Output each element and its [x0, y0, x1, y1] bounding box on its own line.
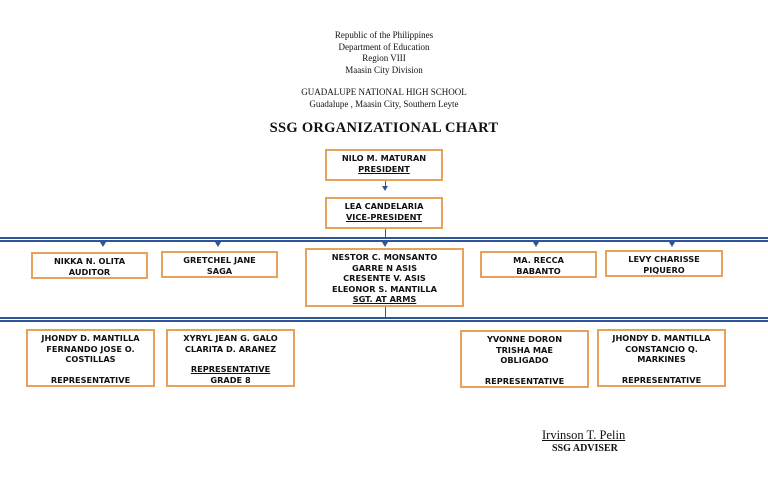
sgt-member-name: ELEONOR S. MANTILLA [332, 283, 437, 294]
sgt-member-name: CRESENTE V. ASIS [343, 273, 426, 283]
connector-bar [0, 317, 768, 322]
sgt-at-arms-box: NESTOR C. MONSANTO GARRE N ASIS CRESENTE… [305, 248, 464, 307]
school-block: GUADALUPE NATIONAL HIGH SCHOOL Guadalupe… [0, 87, 768, 110]
school-name: GUADALUPE NATIONAL HIGH SCHOOL [301, 87, 467, 97]
header-line: Region VIII [362, 53, 406, 63]
school-address: Guadalupe , Maasin City, Southern Leyte [309, 98, 459, 109]
officer-name: GRETCHEL JANE [183, 255, 256, 265]
officer-box-levy: LEVY CHARISSE PIQUERO [605, 250, 723, 277]
down-arrow-icon [382, 186, 388, 191]
header-line: Maasin City Division [345, 64, 423, 75]
down-arrow-icon [215, 242, 221, 247]
representative-box-3: YVONNE DORON TRISHA MAE OBLIGADO REPRESE… [460, 330, 589, 388]
officer-name: PIQUERO [643, 264, 685, 275]
connector-bar [0, 237, 768, 242]
representative-role: REPRESENTATIVE [50, 374, 131, 385]
officer-name: MA. RECCA [513, 255, 564, 265]
sgt-member-name: NESTOR C. MONSANTO [331, 252, 438, 262]
sgt-member-name: GARRE N ASIS [352, 262, 417, 273]
representative-grade: GRADE 8 [210, 374, 251, 385]
connector-line [385, 307, 386, 317]
vice-president-name: LEA CANDELARIA [344, 201, 424, 211]
representative-name: TRISHA MAE [496, 344, 553, 355]
officer-name: BABANTO [516, 265, 561, 276]
president-box: NILO M. MATURAN PRESIDENT [325, 149, 443, 181]
vice-president-box: LEA CANDELARIA VICE-PRESIDENT [325, 197, 443, 229]
officer-name: SAGA [206, 265, 233, 276]
representative-name: CLARITA D. ARANEZ [184, 343, 277, 354]
chart-title: SSG ORGANIZATIONAL CHART [269, 120, 499, 136]
header-line: Republic of the Philippines [334, 30, 434, 40]
representative-name: FERNANDO JOSE O. [46, 343, 135, 354]
representative-name: YVONNE DORON [486, 334, 563, 344]
representative-name: JHONDY D. MANTILLA [612, 333, 711, 343]
down-arrow-icon [533, 242, 539, 247]
president-role: PRESIDENT [358, 163, 410, 174]
representative-box-1: JHONDY D. MANTILLA FERNANDO JOSE O. COST… [26, 329, 155, 387]
down-arrow-icon [100, 242, 106, 247]
representative-name: CONSTANCIO Q. [625, 343, 698, 354]
president-name: NILO M. MATURAN [341, 153, 427, 163]
officer-box-recca: MA. RECCA BABANTO [480, 251, 597, 278]
representative-role: REPRESENTATIVE [621, 374, 702, 385]
auditor-name: NIKKA N. OLITA [53, 256, 126, 266]
representative-name: MARKINES [637, 354, 686, 364]
representative-name: OBLIGADO [500, 355, 549, 365]
representative-box-2: XYRYL JEAN G. GALO CLARITA D. ARANEZ REP… [166, 329, 295, 387]
auditor-role: AUDITOR [68, 266, 111, 277]
letterhead: Republic of the Philippines Department o… [0, 30, 768, 76]
representative-name: XYRYL JEAN G. GALO [183, 333, 278, 343]
representative-box-4: JHONDY D. MANTILLA CONSTANCIO Q. MARKINE… [597, 329, 726, 387]
officer-name: LEVY CHARISSE [628, 254, 700, 264]
sgt-at-arms-role: SGT. AT ARMS [352, 294, 417, 304]
officer-box-gretchel: GRETCHEL JANE SAGA [161, 251, 278, 278]
connector-line [385, 229, 386, 237]
adviser-name: Irvinson T. Pelin [542, 428, 626, 442]
representative-name: COSTILLAS [65, 354, 116, 364]
representative-role: REPRESENTATIVE [190, 364, 271, 374]
representative-role: REPRESENTATIVE [484, 375, 565, 386]
representative-name: JHONDY D. MANTILLA [41, 333, 140, 343]
connector-line [385, 181, 386, 187]
down-arrow-icon [382, 242, 388, 247]
header-line: Department of Education [338, 41, 430, 52]
vice-president-role: VICE-PRESIDENT [345, 211, 423, 222]
auditor-box: NIKKA N. OLITA AUDITOR [31, 252, 148, 279]
adviser-role: SSG ADVISER [552, 443, 618, 454]
down-arrow-icon [669, 242, 675, 247]
